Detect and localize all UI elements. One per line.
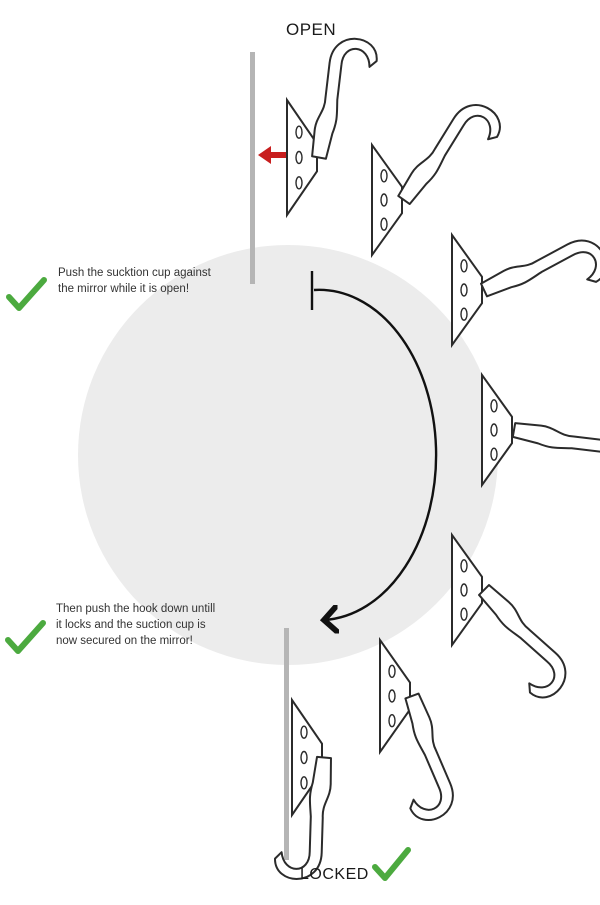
hook-stage-1 <box>286 37 378 219</box>
mirror-surface-bottom <box>284 628 289 860</box>
hook-arm <box>478 584 567 699</box>
hook-arm <box>397 104 501 206</box>
step-2-line: it locks and the suction cup is <box>56 619 206 631</box>
locked-label: LOCKED <box>300 866 369 883</box>
hook-stage-3 <box>451 231 600 349</box>
check-icon <box>5 620 46 654</box>
hook-arm <box>273 755 332 880</box>
mirror-surface-top <box>250 52 255 284</box>
step-2-line: Then push the hook down untill <box>56 603 216 615</box>
hook-positions <box>273 37 600 880</box>
check-icon <box>372 847 411 881</box>
hook-stage-7 <box>273 696 332 880</box>
hook-arm <box>404 692 454 821</box>
background-circle <box>78 245 498 665</box>
hook-stage-5 <box>451 531 567 699</box>
step-2-instruction: Then push the hook down untill it locks … <box>56 601 271 649</box>
hook-stage-2 <box>371 104 501 259</box>
step-1-line: the mirror while it is open! <box>58 283 190 295</box>
hook-arm <box>311 37 378 160</box>
check-icon <box>6 277 47 311</box>
step-1-line: Push the sucktion cup against <box>58 267 211 279</box>
hook-arm <box>511 422 600 489</box>
hook-stage-6 <box>379 636 454 821</box>
step-1-instruction: Push the sucktion cup against the mirror… <box>58 265 273 297</box>
open-label: OPEN <box>286 20 337 39</box>
push-arrow-icon <box>258 146 286 164</box>
hook-stage-4 <box>481 371 600 489</box>
hook-arm <box>480 239 600 298</box>
rotation-arrow <box>310 271 438 620</box>
step-2-line: now secured on the mirror! <box>56 635 193 647</box>
